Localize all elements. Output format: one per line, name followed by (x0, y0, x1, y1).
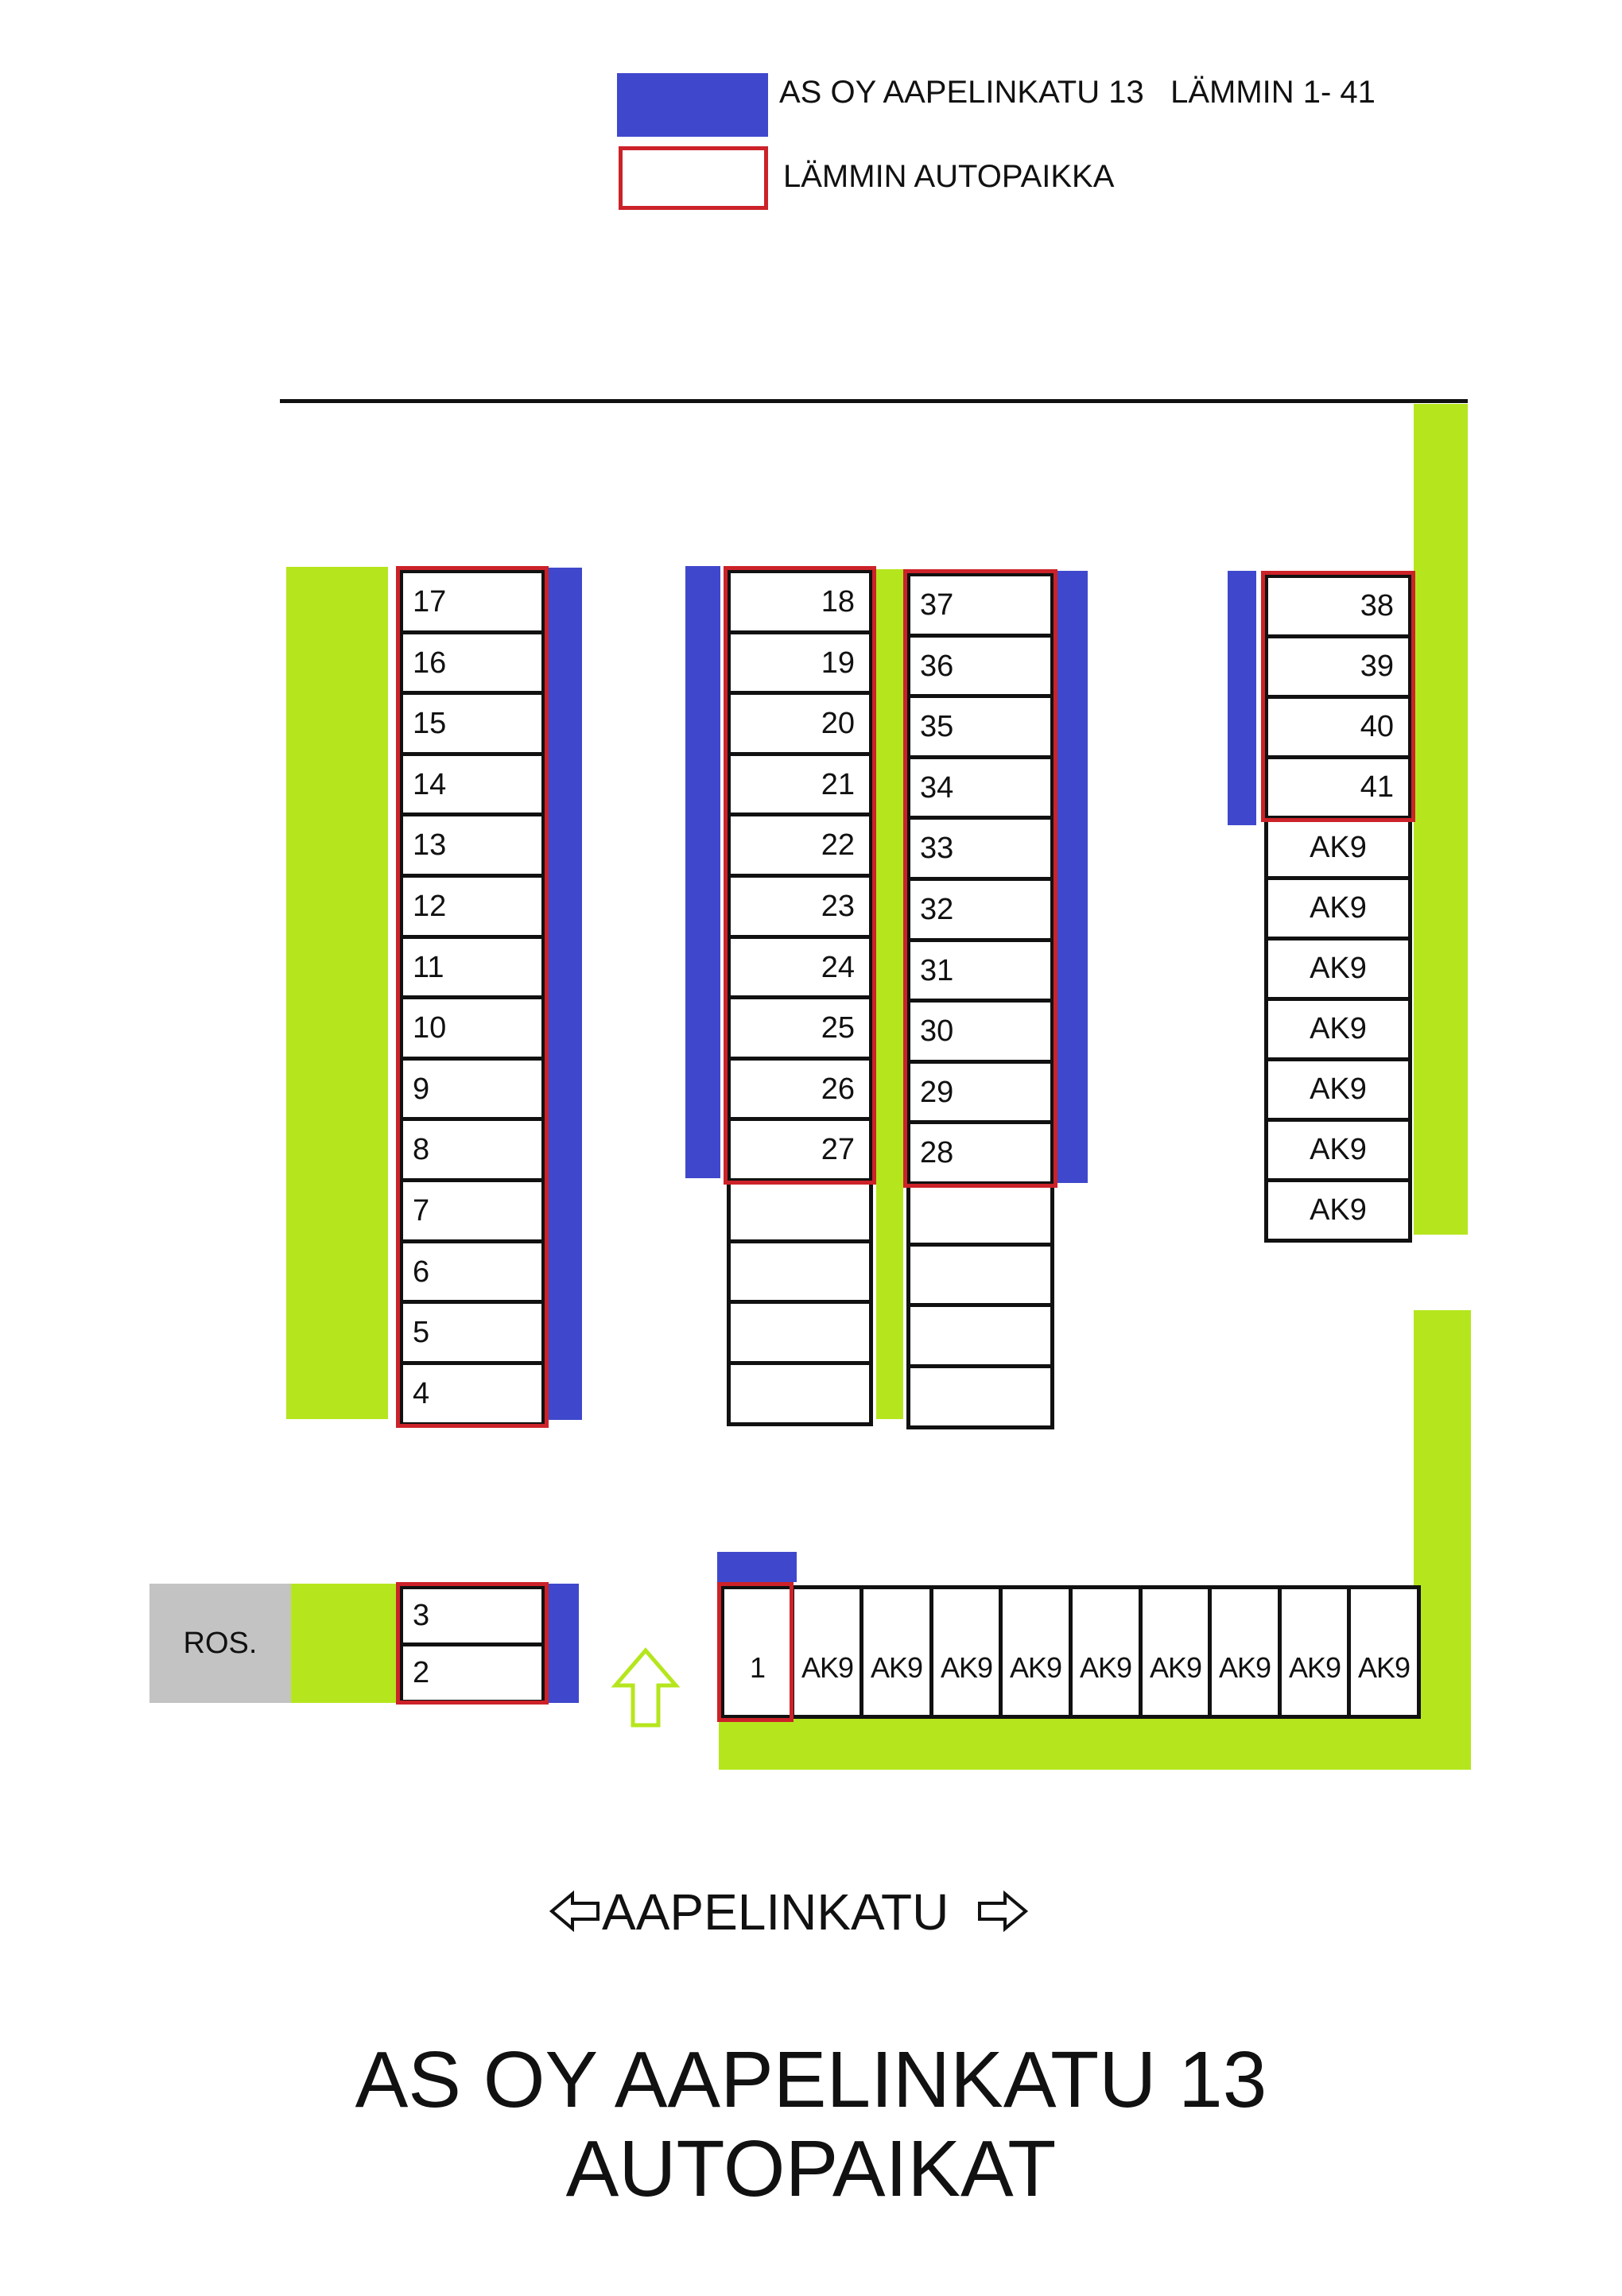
parking-slot: AK9 (1264, 1178, 1412, 1243)
blue-bar-bottom-left (549, 1584, 579, 1703)
top-boundary-line (280, 399, 1468, 403)
heated-zone-slot-1 (717, 1582, 794, 1722)
parking-slot: 10 (399, 995, 545, 1061)
parking-slot: AK9 (1264, 937, 1412, 1001)
parking-slot: 17 (399, 569, 545, 634)
blue-bar-left (549, 568, 582, 1420)
parking-slot: AK9 (999, 1585, 1073, 1719)
blue-bar-center-left (685, 566, 720, 1178)
parking-slot (906, 1303, 1054, 1368)
ros-area: ROS. (149, 1584, 291, 1703)
heated-zone-center-right (903, 569, 1057, 1188)
parking-slot: 14 (399, 752, 545, 817)
street-label: AAPELINKATU (602, 1883, 949, 1941)
page-title-line2: AUTOPAIKAT (565, 2124, 1057, 2213)
blue-bar-right (1228, 571, 1256, 825)
blue-bar-center-right (1057, 571, 1088, 1183)
parking-slot (727, 1300, 873, 1365)
parking-slot: AK9 (1278, 1585, 1352, 1719)
parking-slot: AK9 (860, 1585, 933, 1719)
parking-slot: 6 (399, 1239, 545, 1305)
parking-slot: 41 (1264, 755, 1412, 820)
parking-slot: AK9 (1139, 1585, 1213, 1719)
parking-slot: AK9 (1264, 816, 1412, 880)
legend-red-swatch (619, 146, 768, 210)
heated-zone-bottom-left (396, 1582, 549, 1705)
parking-slot: AK9 (1208, 1585, 1282, 1719)
legend-red-label: LÄMMIN AUTOPAIKKA (783, 159, 1115, 194)
parking-slot: 36 (906, 634, 1054, 699)
legend-blue-label: AS OY AAPELINKATU 13 LÄMMIN 1- 41 (779, 75, 1376, 110)
parking-slot: AK9 (1264, 876, 1412, 941)
parking-slot: AK9 (1069, 1585, 1143, 1719)
parking-slot: 12 (399, 874, 545, 939)
page-title-line1: AS OY AAPELINKATU 13 (355, 2035, 1267, 2124)
green-strip-bottom-left (291, 1584, 398, 1703)
parking-slot (906, 1243, 1054, 1308)
parking-slot (727, 1361, 873, 1426)
parking-slot: 37 (906, 572, 1054, 638)
parking-slot (906, 1364, 1054, 1429)
heated-zone-center-left (724, 566, 876, 1185)
parking-slot: 1 (720, 1585, 794, 1719)
parking-slot (906, 1181, 1054, 1247)
heated-zone-left (396, 566, 549, 1428)
parking-slot: AK9 (1264, 997, 1412, 1061)
green-strip-right-bottom (1414, 1310, 1471, 1770)
parking-slot: AK9 (1264, 1118, 1412, 1182)
blue-bar-bottom (717, 1552, 797, 1582)
arrow-left-icon (549, 1890, 600, 1933)
parking-slot: 3 (399, 1585, 545, 1646)
legend-blue-swatch (617, 73, 768, 137)
parking-slot (727, 1178, 873, 1243)
ros-label: ROS. (183, 1626, 258, 1660)
parking-slot: AK9 (1264, 1057, 1412, 1122)
parking-slot: 38 (1264, 574, 1412, 638)
green-strip-left (286, 567, 388, 1419)
parking-slot: 24 (727, 935, 873, 1000)
green-strip-center (876, 569, 903, 1419)
heated-zone-right (1261, 571, 1415, 822)
parking-slot: 13 (399, 813, 545, 878)
parking-slot: 19 (727, 630, 873, 696)
parking-slot: AK9 (790, 1585, 864, 1719)
parking-slot: 18 (727, 569, 873, 634)
parking-slot: AK9 (1347, 1585, 1421, 1719)
entrance-arrow-up-icon (611, 1647, 681, 1728)
parking-slot: AK9 (929, 1585, 1003, 1719)
parking-slot: 34 (906, 755, 1054, 820)
green-strip-bottom (719, 1719, 1471, 1770)
parking-slot: 21 (727, 752, 873, 817)
arrow-right-icon (978, 1890, 1029, 1933)
parking-slot (727, 1239, 873, 1305)
parking-slot: 15 (399, 691, 545, 756)
parking-slot: 4 (399, 1361, 545, 1426)
green-strip-right-top (1414, 404, 1468, 1235)
parking-slot: 33 (906, 816, 1054, 881)
parking-slot: 9 (399, 1057, 545, 1122)
